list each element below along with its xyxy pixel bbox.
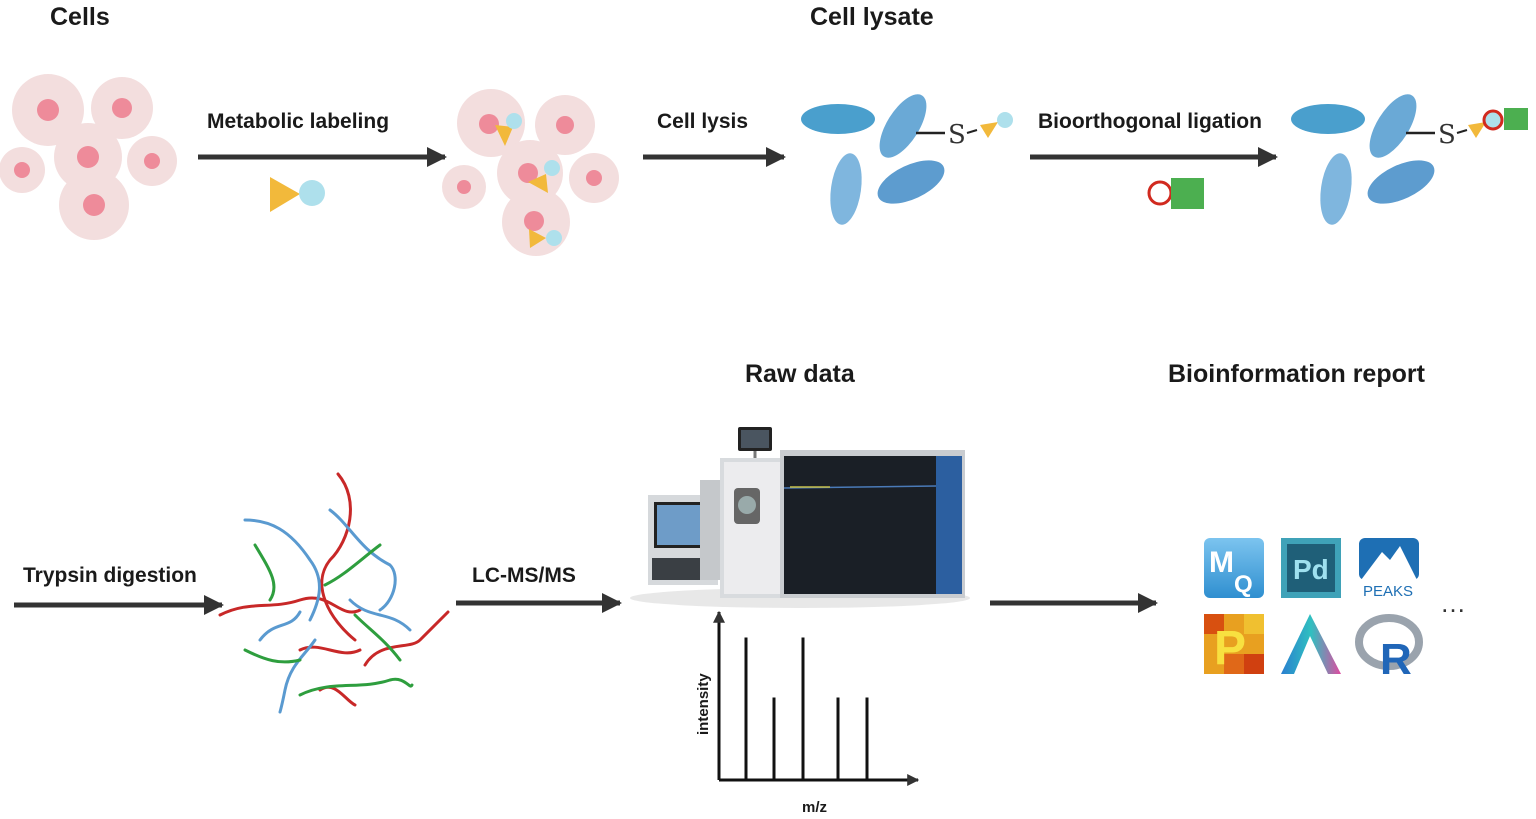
protein <box>801 104 875 134</box>
cell <box>569 153 619 203</box>
label-probe <box>529 229 562 248</box>
svg-text:Pd: Pd <box>1293 554 1329 585</box>
step-bioorthogonal-ligation: Bioorthogonal ligation <box>1038 110 1262 133</box>
cells-cluster <box>0 74 177 240</box>
metabolic-label-icon <box>270 177 325 212</box>
svg-text:P: P <box>1214 622 1246 675</box>
protein-group-labeled: S <box>801 94 1013 225</box>
svg-text:R: R <box>1380 635 1412 684</box>
step-lc-ms-ms: LC-MS/MS <box>472 564 576 587</box>
protein-group-ligated: S <box>1291 94 1528 225</box>
protein <box>1291 104 1365 134</box>
protein <box>877 160 945 204</box>
software-logos: M Q Pd PEAKS P R … <box>1204 538 1466 684</box>
labeled-cells-cluster <box>442 89 619 256</box>
sulfur-symbol: S <box>1438 120 1456 150</box>
ligation-probe-icon <box>1147 178 1204 209</box>
svg-text:PEAKS: PEAKS <box>1363 583 1413 600</box>
r-logo: R <box>1355 614 1423 684</box>
header-cell-lysate: Cell lysate <box>810 3 934 31</box>
step-cell-lysis: Cell lysis <box>657 110 748 133</box>
label-probe <box>495 113 522 146</box>
spectrum-x-label: m/z <box>802 799 827 816</box>
a-logo <box>1281 614 1341 674</box>
cell <box>0 147 45 193</box>
protein <box>830 153 862 225</box>
mass-spectrometer <box>630 427 970 608</box>
cell <box>442 165 486 209</box>
maxquant-logo: M Q <box>1204 538 1264 598</box>
cell <box>457 89 525 157</box>
cell <box>535 95 595 155</box>
protein <box>1369 94 1417 158</box>
perseus-logo: P <box>1204 614 1264 675</box>
spectrum-peaks <box>744 637 869 780</box>
header-bioinformation-report: Bioinformation report <box>1168 360 1426 388</box>
cell <box>127 136 177 186</box>
protein <box>1367 160 1435 204</box>
label-probe <box>528 160 560 193</box>
cell <box>502 188 570 256</box>
proteome-discoverer-logo: Pd <box>1281 538 1341 598</box>
svg-text:Q: Q <box>1234 571 1253 598</box>
instrument-front-panel <box>784 456 936 594</box>
protein <box>1320 153 1352 225</box>
mass-spectrum: m/z intensity <box>695 610 920 816</box>
cell <box>59 170 129 240</box>
step-metabolic-labeling: Metabolic labeling <box>207 110 389 133</box>
header-cells: Cells <box>50 3 110 31</box>
cell <box>12 74 84 146</box>
spectrum-y-label: intensity <box>695 673 712 735</box>
more-software-ellipsis: … <box>1440 588 1466 618</box>
peaks-logo: PEAKS <box>1359 538 1419 600</box>
svg-text:M: M <box>1209 546 1234 579</box>
step-trypsin-digestion: Trypsin digestion <box>23 564 197 587</box>
sulfur-symbol: S <box>948 120 966 150</box>
peptide-fragments <box>218 472 450 714</box>
cell <box>91 77 153 139</box>
protein <box>879 94 927 158</box>
header-raw-data: Raw data <box>745 360 856 388</box>
